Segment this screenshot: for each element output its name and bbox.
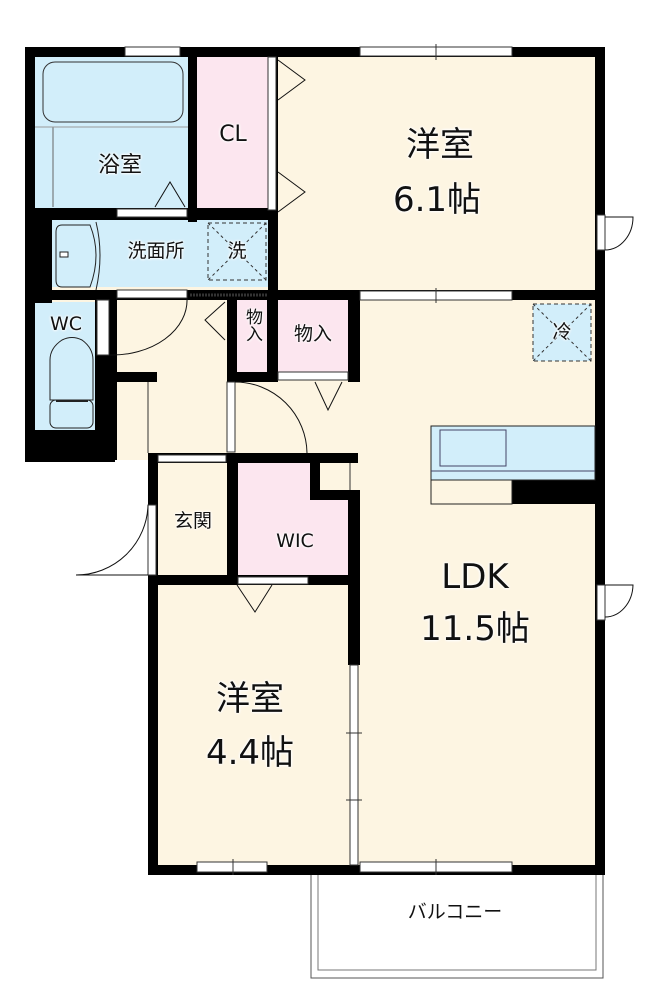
storage-small-label: 物入 [242, 308, 262, 342]
fridge-space [532, 303, 592, 362]
room-western-2-name: 洋室 [216, 679, 284, 719]
storage-label: 物入 [293, 323, 332, 345]
closet-label: CL [219, 122, 247, 147]
entrance-label: 玄関 [173, 510, 212, 532]
room-western-1-name: 洋室 [406, 125, 474, 165]
balcony-area [310, 869, 604, 979]
wic-label: WIC [276, 530, 314, 552]
washbasin [55, 221, 101, 291]
windows [96, 44, 606, 875]
bathroom-label: 浴室 [97, 153, 142, 178]
balcony-label: バルコニー [407, 901, 503, 923]
washer-label: 洗 [227, 240, 247, 262]
room-ldk-size: 11.5帖 [420, 609, 530, 649]
room-western-2-size: 4.4帖 [205, 733, 295, 773]
room-western-1-size: 6.1帖 [392, 180, 482, 220]
bathtub [35, 61, 188, 207]
room-ldk-name: LDK [441, 557, 509, 597]
kitchen-counter [430, 425, 596, 505]
washroom-label: 洗面所 [127, 240, 185, 262]
toilet-label: WC [49, 313, 83, 335]
toilet [49, 337, 94, 429]
washer-space [207, 222, 267, 281]
fridge-label: 冷 [552, 321, 572, 343]
doors[interactable] [75, 59, 634, 618]
